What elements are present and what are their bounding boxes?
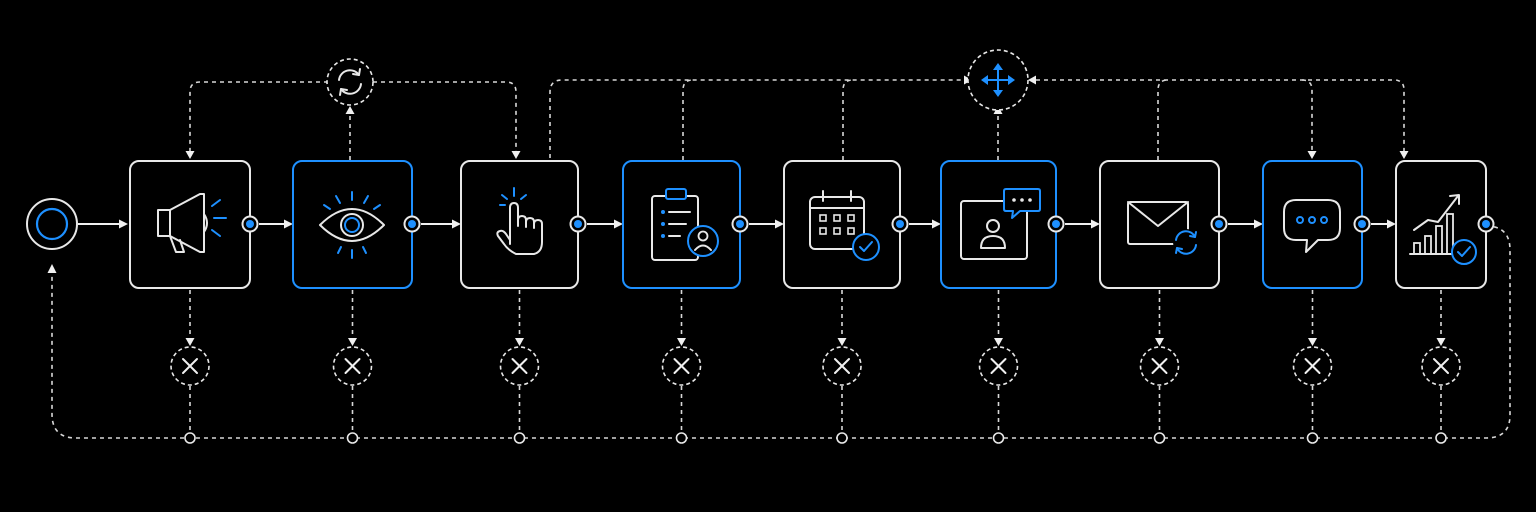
distribute-hub[interactable]: [967, 49, 1029, 111]
calendar-check-icon: [809, 190, 880, 261]
exit-arrowhead: [515, 338, 524, 346]
flow-arrowhead: [284, 219, 293, 229]
flow-arrowhead: [452, 219, 461, 229]
flow-arrowhead: [1091, 219, 1100, 229]
close-icon: [1433, 358, 1449, 374]
hub-connector: [189, 81, 328, 152]
close-icon: [834, 358, 850, 374]
exit-arrowhead: [185, 338, 195, 346]
loop-junction: [675, 432, 688, 444]
megaphone-icon: [157, 193, 227, 253]
exit-arrowhead: [677, 338, 686, 346]
exit-node[interactable]: [1421, 346, 1461, 386]
output-port-dot: [1482, 220, 1490, 228]
exit-arrowhead: [994, 338, 1003, 346]
hub-connector-arrow: [185, 151, 195, 159]
growth-chart-check-icon: [1409, 194, 1477, 265]
step-box-message[interactable]: [1262, 160, 1363, 289]
output-port-dot: [574, 220, 582, 228]
exit-arrowhead: [348, 338, 357, 346]
hub-connector: [373, 81, 517, 152]
mail-refresh-icon: [1127, 201, 1199, 255]
exit-node[interactable]: [1139, 346, 1180, 386]
step-box-announce[interactable]: [129, 160, 251, 289]
exit-arrowhead: [1436, 338, 1446, 346]
output-port-dot: [246, 220, 254, 228]
output-port-dot: [736, 220, 744, 228]
exit-node[interactable]: [170, 346, 210, 386]
exit-arrowhead: [837, 338, 847, 346]
clipboard-user-icon: [651, 188, 719, 261]
close-icon: [1304, 358, 1321, 374]
start-node[interactable]: [26, 198, 78, 250]
flow-arrowhead: [775, 219, 784, 229]
step-box-growth[interactable]: [1395, 160, 1487, 289]
hub-connector: [842, 79, 854, 160]
hub-connector-arrow: [1399, 151, 1409, 159]
refresh-icon: [338, 68, 362, 96]
loop-junction: [1153, 432, 1166, 444]
output-port-dot: [896, 220, 904, 228]
flow-arrowhead: [932, 219, 941, 229]
exit-node[interactable]: [332, 346, 373, 386]
hub-connector: [549, 79, 966, 158]
return-arrowhead: [47, 264, 57, 273]
flow-arrowhead: [1387, 219, 1396, 229]
exit-node[interactable]: [822, 346, 862, 386]
start-circle-icon: [35, 207, 69, 241]
hub-connector: [1157, 79, 1169, 160]
exit-node[interactable]: [978, 346, 1019, 386]
output-port-dot: [1052, 220, 1060, 228]
close-icon: [990, 358, 1007, 374]
hub-connector-arrow: [345, 106, 355, 114]
close-icon: [344, 358, 361, 374]
step-box-schedule[interactable]: [783, 160, 901, 289]
eye-icon: [319, 191, 385, 259]
hub-connector-arrow: [1028, 75, 1036, 85]
close-icon: [673, 358, 690, 374]
pointer-hand-icon: [496, 187, 543, 255]
flow-arrowhead: [1254, 219, 1263, 229]
hub-connector: [682, 79, 694, 160]
close-icon: [182, 358, 198, 374]
loop-junction: [1306, 432, 1319, 444]
profile-chat-icon: [960, 188, 1041, 260]
step-box-click[interactable]: [460, 160, 579, 289]
loop-junction: [513, 432, 526, 444]
exit-node[interactable]: [1292, 346, 1333, 386]
four-way-arrows-icon: [981, 63, 1015, 97]
hub-connector-arrow: [1307, 151, 1317, 159]
exit-arrowhead: [1155, 338, 1164, 346]
loop-junction: [346, 432, 359, 444]
hub-connector: [1036, 79, 1405, 152]
refresh-hub[interactable]: [326, 58, 374, 106]
exit-node[interactable]: [661, 346, 702, 386]
loop-junction: [992, 432, 1005, 444]
flow-arrowhead: [614, 219, 623, 229]
flow-arrowhead: [119, 219, 128, 229]
return-loop-line: [51, 225, 1511, 439]
output-port-dot: [408, 220, 416, 228]
exit-arrowhead: [1308, 338, 1317, 346]
close-icon: [511, 358, 528, 374]
output-port-dot: [1358, 220, 1366, 228]
loop-junction: [836, 432, 848, 444]
loop-junction: [1435, 432, 1447, 444]
step-box-view[interactable]: [292, 160, 413, 289]
exit-node[interactable]: [499, 346, 540, 386]
close-icon: [1151, 358, 1168, 374]
hub-connector: [1301, 79, 1313, 152]
hub-connector-arrow: [511, 151, 521, 159]
speech-bubble-icon: [1283, 199, 1341, 253]
loop-junction: [184, 432, 196, 444]
output-port-dot: [1215, 220, 1223, 228]
